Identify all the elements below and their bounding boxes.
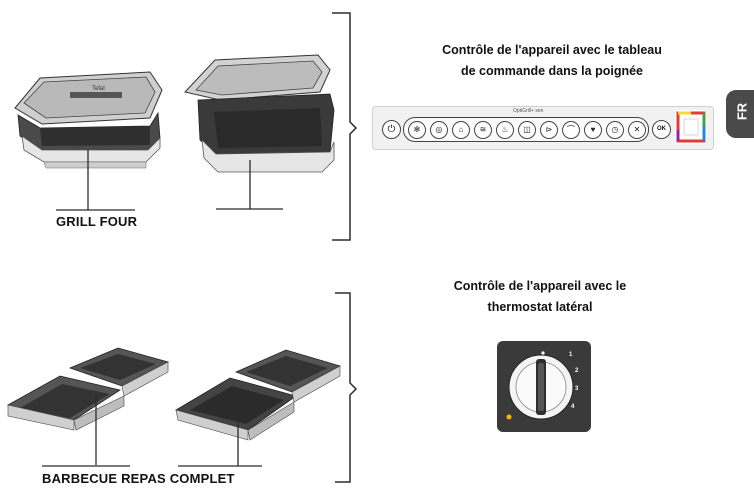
thermostat-title-line2: thermostat latéral: [487, 300, 593, 314]
knob-mark-1: 1: [569, 352, 573, 358]
panel-control-title-line2: de commande dans la poignée: [461, 64, 643, 78]
oven-open-illustration: [184, 54, 335, 173]
language-tab: FR: [726, 90, 754, 138]
knob-mark-4: 4: [571, 404, 575, 410]
thermostat-title: Contrôle de l'appareil avec le thermosta…: [420, 276, 660, 318]
program-icon-4: ≋: [474, 121, 492, 139]
svg-text:Tefal: Tefal: [92, 86, 105, 92]
program-icon-9: ♥: [584, 121, 602, 139]
ok-button-icon: OK: [652, 120, 671, 139]
panel-header-label: OptiGrill+ sen: [513, 108, 544, 114]
program-icon-2: ◎: [430, 121, 448, 139]
power-icon: ⏻: [382, 120, 401, 139]
language-tab-label: FR: [734, 102, 750, 121]
panel-control-title: Contrôle de l'appareil avec le tableau d…: [412, 40, 692, 82]
thermostat-knob-illustration: 1 2 3 4: [497, 341, 591, 432]
knob-mark-3: 3: [575, 386, 579, 392]
program-icon-7: ⊳: [540, 121, 558, 139]
panel-control-title-line1: Contrôle de l'appareil avec le tableau: [442, 43, 662, 57]
thermostat-title-line1: Contrôle de l'appareil avec le: [453, 279, 627, 293]
program-icon-10: ◷: [606, 121, 624, 139]
program-icon-5: ♨: [496, 121, 514, 139]
program-icon-6: ◫: [518, 121, 536, 139]
grill-closed-illustration: Tefal: [14, 71, 163, 169]
barbecue-repas-complet-caption: BARBECUE REPAS COMPLET: [42, 471, 235, 486]
complete-meal-illustration: [174, 349, 342, 441]
control-panel-illustration: OptiGrill+ sen ⏻ ✻ ◎ ⌂ ≋ ♨ ◫ ⊳ ⌒ ♥ ◷ ✕ O…: [372, 106, 714, 150]
program-buttons-capsule: ✻ ◎ ⌂ ≋ ♨ ◫ ⊳ ⌒ ♥ ◷ ✕: [403, 117, 649, 142]
barbecue-open-illustration: [6, 347, 170, 431]
color-gauge-icon: [675, 110, 707, 144]
grill-four-caption: GRILL FOUR: [56, 214, 138, 229]
program-icon-3: ⌂: [452, 121, 470, 139]
knob-mark-2: 2: [575, 368, 579, 374]
program-icon-8: ⌒: [562, 121, 580, 139]
program-icon-1: ✻: [408, 121, 426, 139]
program-icon-11: ✕: [628, 121, 646, 139]
